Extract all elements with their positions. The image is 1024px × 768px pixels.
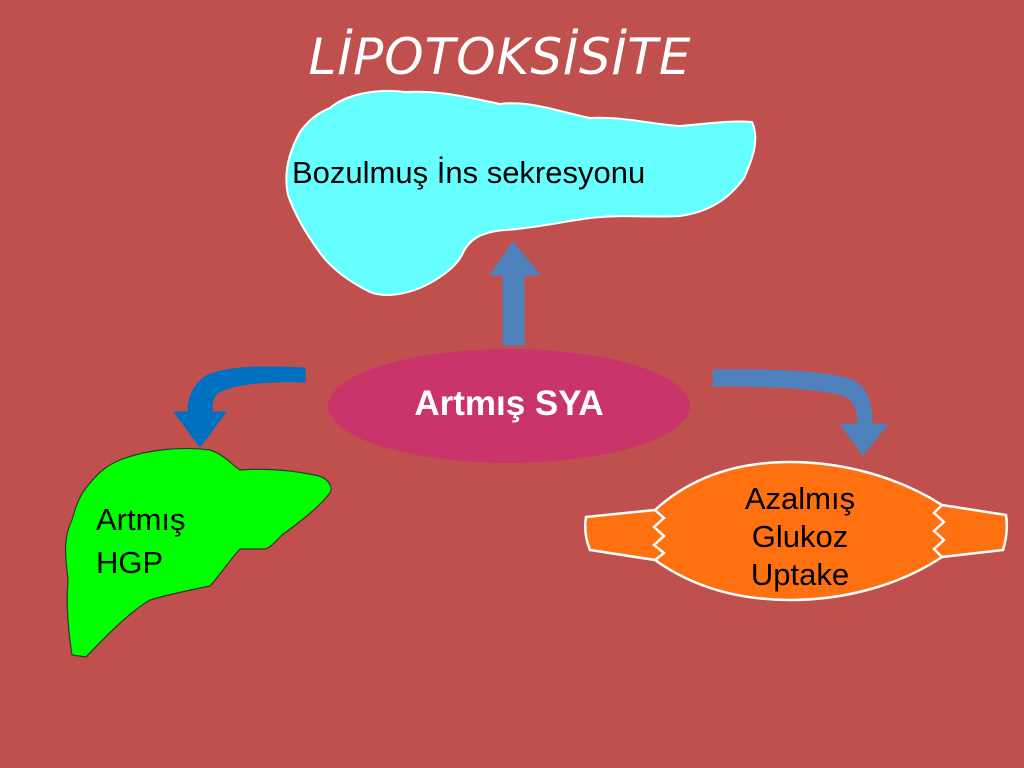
center-ellipse <box>328 349 690 463</box>
muscle-right-tendon-line <box>932 504 946 558</box>
right-curved-arrow <box>712 369 890 456</box>
center-label: Artmış SYA <box>414 384 604 423</box>
pancreas-shape <box>285 89 757 296</box>
muscle-label-line: Uptake <box>750 557 850 592</box>
liver-label-line: Artmış <box>96 502 186 537</box>
muscle-label-line: Glukoz <box>751 519 849 554</box>
muscle-shape <box>583 460 1009 602</box>
pancreas-label: Bozulmuş İns sekresyonu <box>292 155 646 190</box>
slide-title: LİPOTOKSİSİTE <box>308 28 692 86</box>
left-curved-arrow <box>173 366 306 448</box>
muscle-label: Azalmış Glukoz Uptake <box>700 480 900 594</box>
liver-label-line: HGP <box>96 545 164 580</box>
muscle-left-tendon-line <box>652 509 667 561</box>
up-arrow <box>489 241 542 346</box>
liver-shape <box>64 447 332 658</box>
muscle-label-line: Azalmış <box>744 481 856 516</box>
liver-label: Artmış HGP <box>96 498 186 584</box>
